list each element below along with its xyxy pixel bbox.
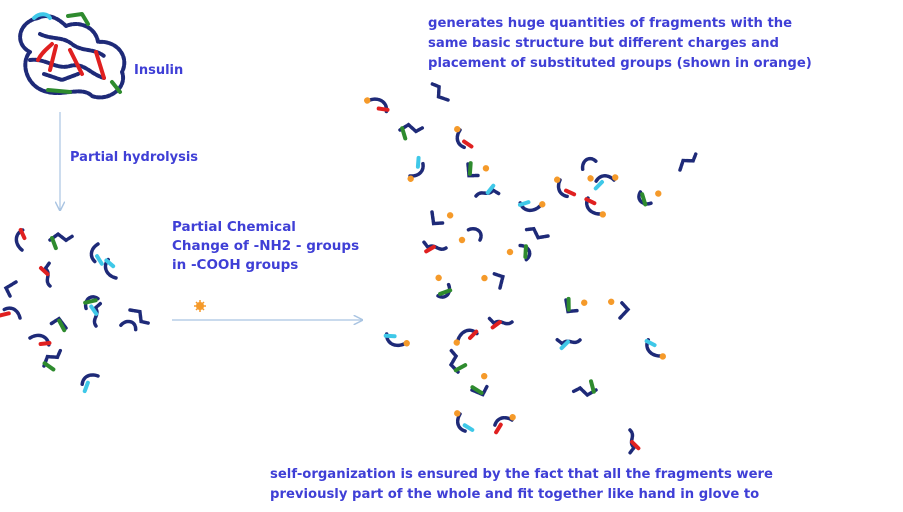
fragments-note-line: generates huge quantities of fragments w…	[428, 16, 793, 31]
orange-substituent	[454, 126, 461, 133]
fragment	[470, 372, 489, 397]
fragment	[89, 301, 103, 328]
fragment	[383, 332, 410, 348]
chemical-change-line: Change of -NH2 - groups	[172, 238, 360, 254]
orange-substituent	[553, 176, 561, 183]
fragment	[580, 156, 598, 182]
fragment	[103, 257, 118, 280]
orange-substituent	[509, 414, 516, 421]
fragment	[644, 338, 666, 360]
fragment	[0, 306, 22, 320]
orange-substituent	[506, 248, 514, 256]
fragment	[407, 155, 425, 182]
fragments-note: generates huge quantities of fragments w…	[428, 14, 812, 74]
orange-substituent	[539, 201, 546, 208]
self-organization-line: self-organization is ensured by the fact…	[270, 467, 773, 482]
fragment	[474, 183, 502, 198]
orange-substituent	[659, 353, 666, 360]
fragments-note-line: placement of substituted groups (shown i…	[428, 56, 812, 71]
orange-substituent	[482, 165, 490, 172]
fragment	[466, 161, 490, 178]
fragment	[398, 122, 425, 141]
orange-substituent	[435, 274, 442, 282]
fragment	[448, 348, 468, 374]
orange-substituent	[454, 410, 461, 417]
fragment	[678, 152, 698, 172]
fragment	[564, 296, 588, 314]
fragment	[571, 379, 598, 398]
fragment	[80, 373, 100, 394]
fragment	[454, 410, 475, 434]
fragment	[83, 295, 100, 311]
fragment	[38, 260, 52, 288]
fragment	[421, 239, 448, 254]
fragment	[454, 126, 474, 150]
fragment	[453, 328, 479, 346]
orange-substituent	[453, 339, 460, 346]
fragment	[48, 231, 74, 251]
chemical-change-label: Partial Chemical Change of -NH2 - groups…	[172, 218, 359, 275]
fragment	[364, 97, 390, 114]
fragment	[554, 337, 582, 351]
fragment	[487, 316, 514, 330]
fragment	[128, 308, 150, 325]
fragment	[118, 319, 138, 332]
fragment	[14, 227, 27, 252]
fragment	[584, 196, 607, 218]
insulin-label: Insulin	[134, 63, 184, 78]
fragment	[637, 190, 662, 207]
fragment	[28, 333, 52, 347]
fragment	[524, 226, 550, 240]
orange-substituent	[446, 212, 454, 219]
substituted-fragments	[364, 82, 698, 456]
orange-substituent	[407, 175, 414, 182]
self-organization-note: self-organization is ensured by the fact…	[270, 465, 773, 505]
fragment	[481, 272, 505, 290]
hydrolyzed-fragments	[0, 227, 150, 394]
fragment	[506, 243, 532, 262]
orange-substituent	[655, 190, 662, 197]
orange-substituent	[599, 211, 607, 218]
orange-substituent	[607, 298, 615, 305]
fragment	[553, 176, 577, 199]
fragment	[42, 348, 63, 372]
fragment	[593, 174, 619, 191]
fragments-note-line: same basic structure but different charg…	[428, 36, 779, 51]
chemical-change-line: Partial Chemical	[172, 219, 296, 235]
fragment	[49, 316, 68, 333]
fragment	[430, 210, 454, 226]
orange-substituent	[581, 299, 588, 306]
fragment	[430, 82, 450, 102]
orange-substituent	[364, 97, 371, 104]
fragment	[517, 200, 546, 213]
fragment	[435, 274, 453, 299]
fragment	[607, 298, 631, 320]
fragment	[89, 242, 104, 266]
orange-substituent	[481, 274, 488, 282]
fragment	[458, 227, 483, 244]
chemical-change-line: in -COOH groups	[172, 257, 299, 273]
fragment	[3, 280, 18, 298]
hydrolysis-label: Partial hydrolysis	[70, 150, 199, 165]
orange-substituent	[403, 340, 410, 347]
self-organization-line: previously part of the whole and fit tog…	[270, 487, 760, 502]
orange-substituent	[481, 372, 488, 380]
orange-substituent	[612, 174, 619, 181]
fragment	[492, 414, 516, 435]
orange-substituent	[587, 175, 594, 182]
fragment	[627, 428, 641, 456]
orange-star-icon	[194, 300, 206, 312]
orange-substituent	[458, 236, 466, 244]
insulin-molecule-icon	[18, 12, 127, 100]
